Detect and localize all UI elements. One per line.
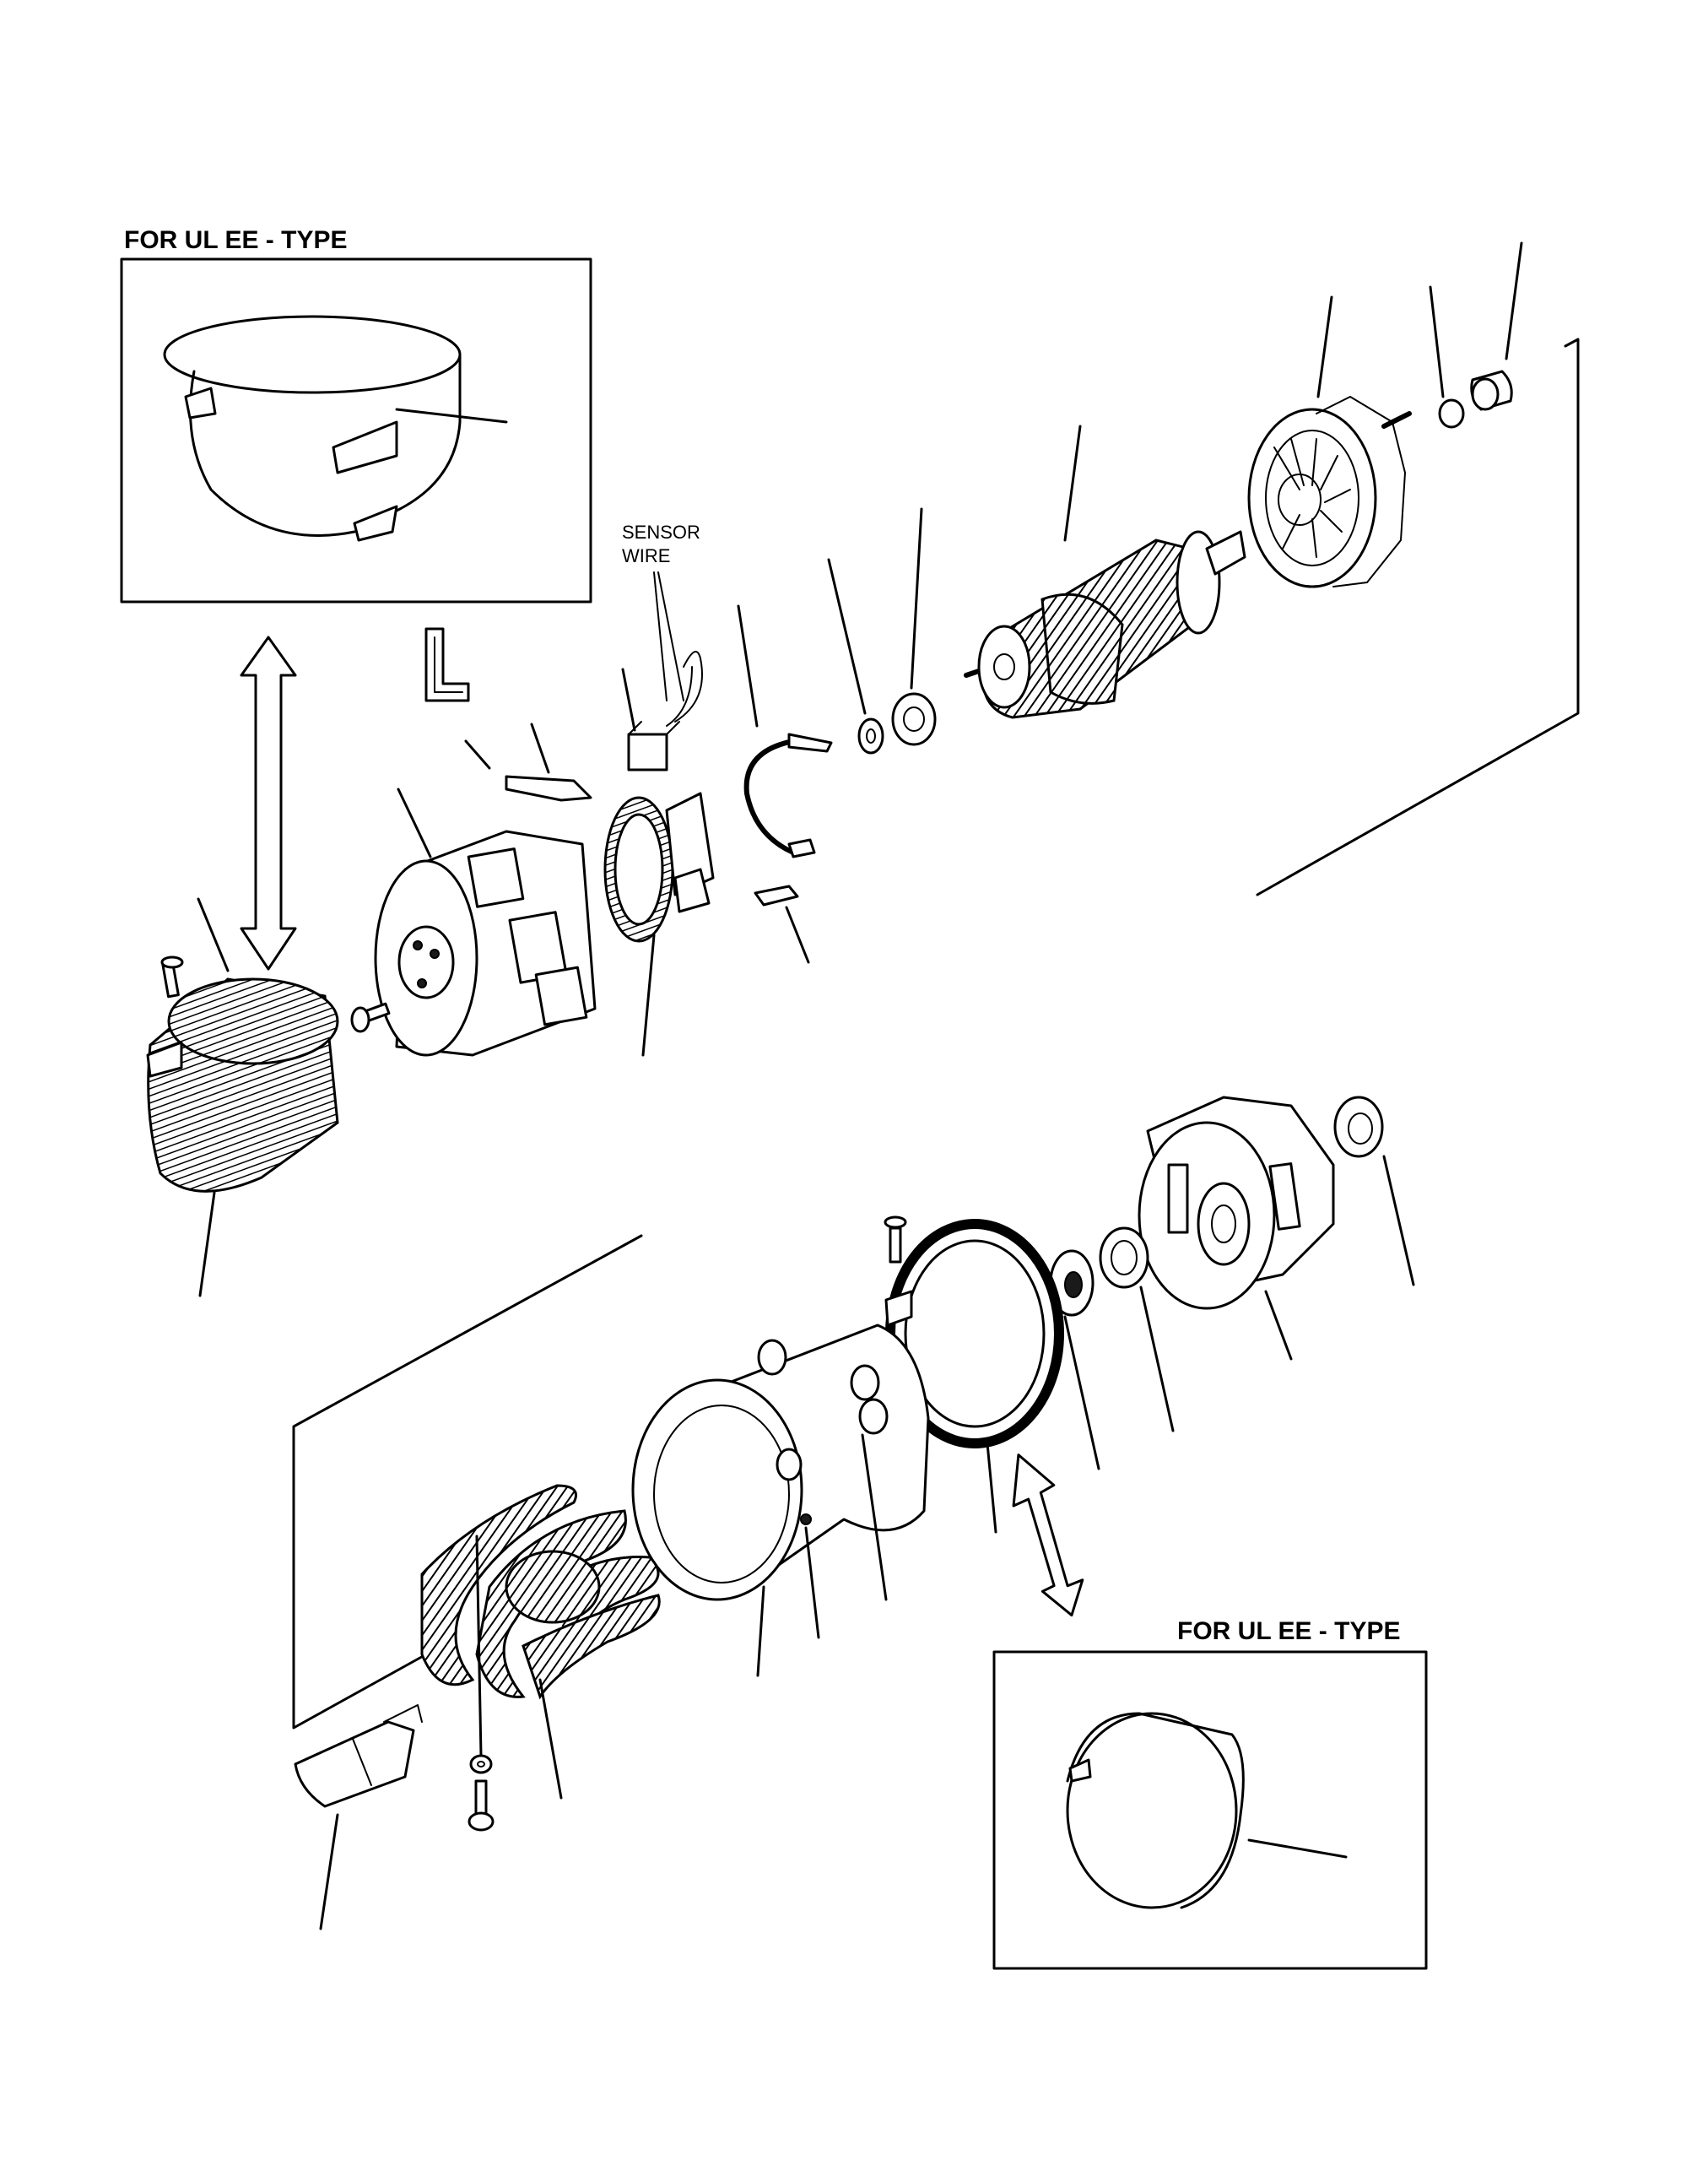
sensor-block — [621, 651, 703, 771]
small-pin — [464, 739, 491, 770]
double-arrow-bottom — [1012, 1454, 1084, 1617]
brush-spring — [737, 604, 833, 858]
inset-bottom-right: FOR UL EE - TYPE — [992, 1617, 1428, 1970]
field-coils — [420, 1484, 661, 1800]
sensor-label-line1: SENSOR — [622, 522, 700, 543]
cooling-fan — [1247, 295, 1406, 588]
sensor-label-line2: WIRE — [622, 545, 670, 566]
fan-hardware — [1381, 241, 1523, 429]
bearing-middle — [1099, 1226, 1175, 1432]
l-bracket — [424, 627, 470, 702]
inset-bottom-leader — [1247, 1838, 1348, 1859]
terminal-plate — [505, 723, 592, 802]
brush-holder-ring — [603, 792, 715, 1057]
inset-top-frame — [120, 257, 592, 604]
inset-bottom-title: FOR UL EE - TYPE — [1177, 1617, 1400, 1645]
field-sleeve-top — [146, 897, 339, 1297]
inset-bottom-frame — [992, 1650, 1428, 1970]
yoke-housing — [631, 1324, 930, 1677]
pole-bolt — [468, 1535, 495, 1832]
small-brush — [754, 885, 810, 964]
sensor-wire-label: SENSOR WIRE — [622, 522, 700, 701]
end-bolt — [350, 1002, 391, 1033]
double-arrow-top — [240, 636, 297, 971]
inset-bottom-band — [1066, 1712, 1245, 1909]
group-bracket-top — [1256, 338, 1580, 896]
armature — [964, 425, 1246, 719]
inset-top-band — [163, 315, 462, 542]
inset-top-leader — [395, 408, 508, 424]
insulation-sheet — [294, 1704, 423, 1930]
commutator-end-frame — [374, 788, 597, 1057]
inset-top-left: FOR UL EE - TYPE — [120, 226, 592, 604]
bearing-right — [1333, 1096, 1415, 1286]
group-bracket-bottom — [292, 1234, 643, 1730]
bearing-top — [891, 507, 937, 746]
washer — [827, 558, 884, 755]
inset-top-title: FOR UL EE - TYPE — [124, 226, 347, 254]
drive-end-housing — [1138, 1096, 1335, 1361]
